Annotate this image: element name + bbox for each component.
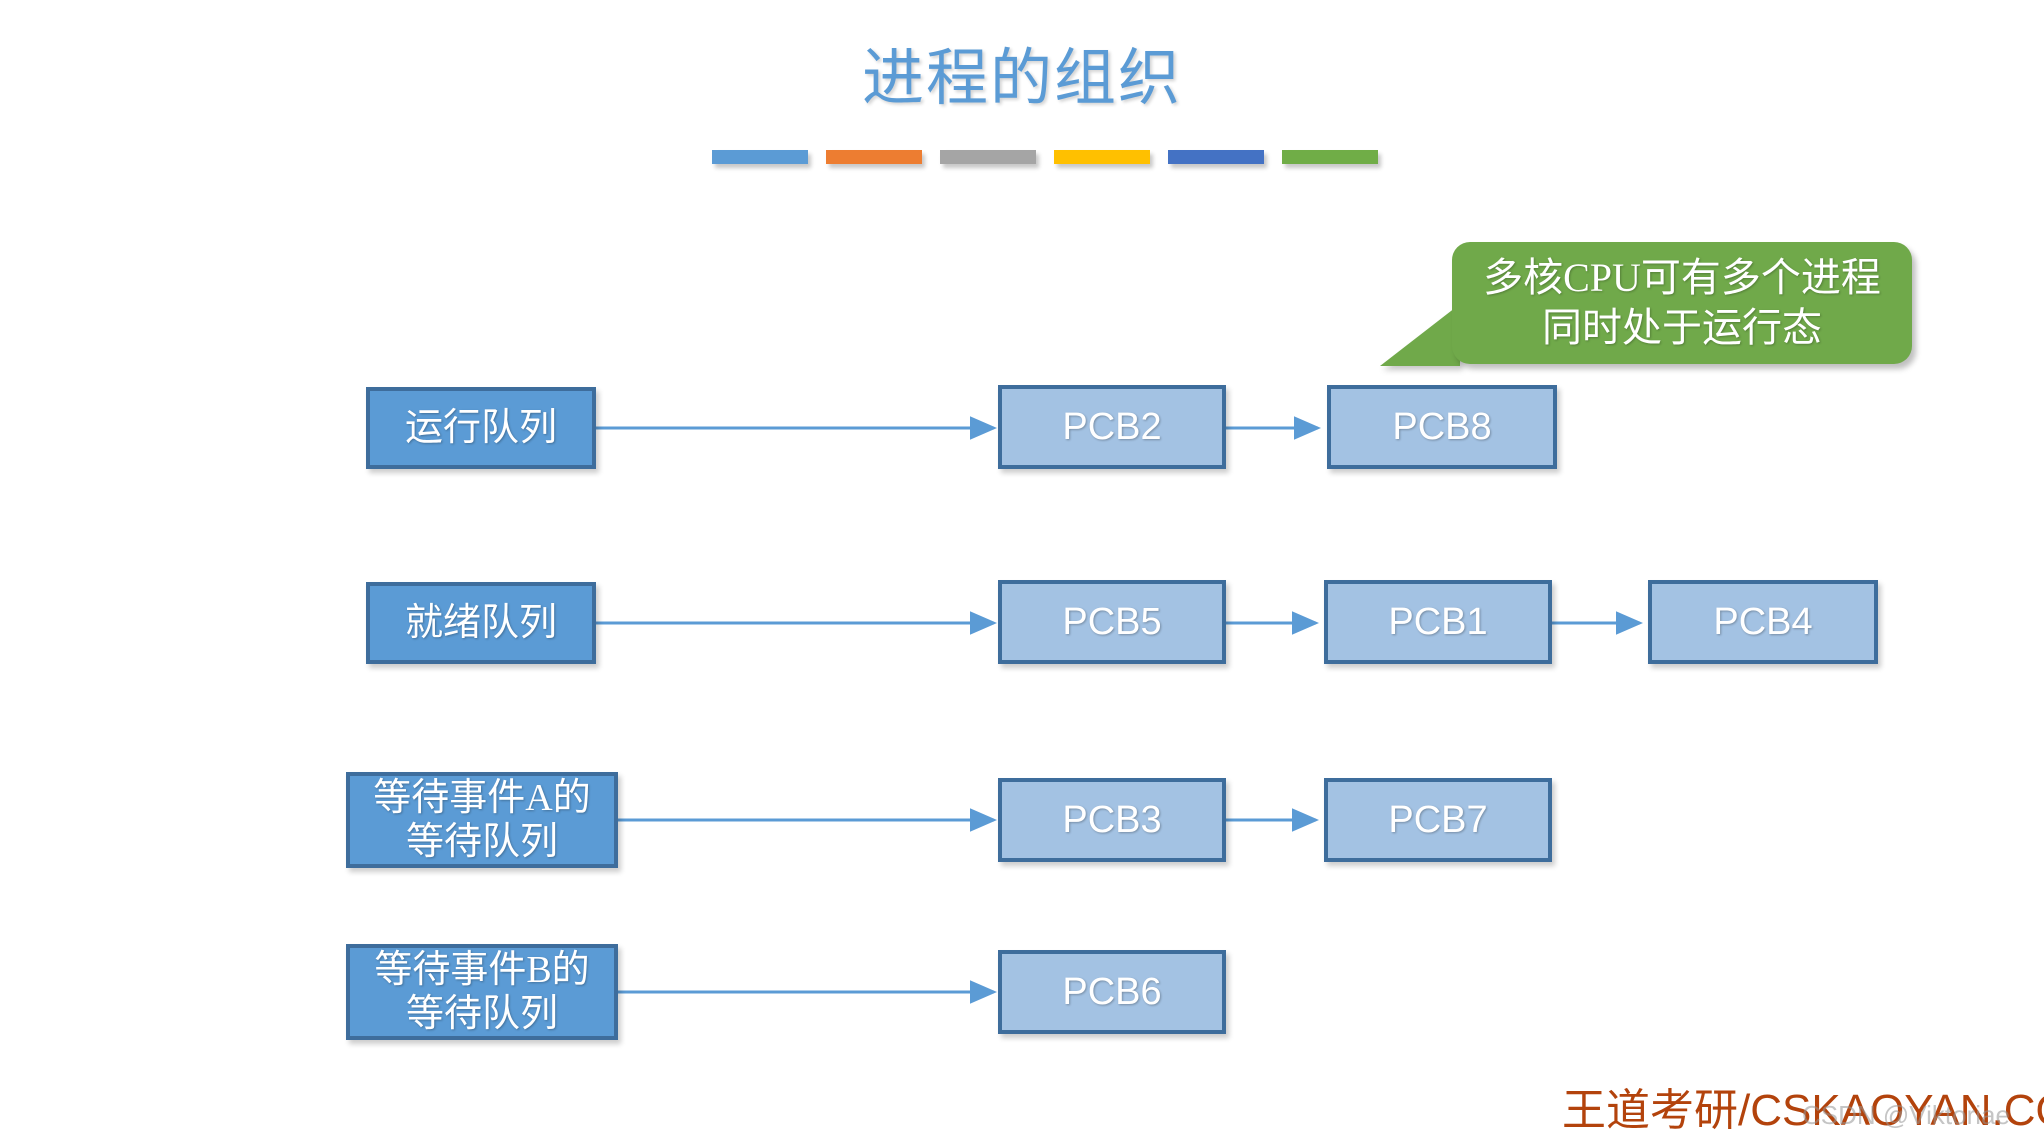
- callout-line-1: 多核CPU可有多个进程: [1483, 255, 1881, 300]
- pcb-box-pcb4[interactable]: PCB4: [1648, 580, 1878, 664]
- pcb-label-pcb1: PCB1: [1388, 601, 1488, 643]
- decor-bar-yellow: [1054, 150, 1150, 164]
- pcb-box-pcb5[interactable]: PCB5: [998, 580, 1226, 664]
- queue-box-waiting-event-a[interactable]: 等待事件A的 等待队列: [346, 772, 618, 868]
- queue-box-ready[interactable]: 就绪队列: [366, 582, 596, 664]
- queue-label-running: 运行队列: [404, 407, 557, 449]
- callout-bubble: 多核CPU可有多个进程 同时处于运行态: [1380, 242, 1912, 366]
- pcb-box-pcb1[interactable]: PCB1: [1324, 580, 1552, 664]
- pcb-label-pcb3: PCB3: [1062, 799, 1162, 841]
- callout-tail: [1380, 304, 1460, 366]
- queue-box-running[interactable]: 运行队列: [366, 387, 596, 469]
- watermark-text: CSDN @Viktoriae: [1802, 1100, 2010, 1130]
- decorative-bar-strip: [712, 150, 1378, 164]
- pcb-label-pcb7: PCB7: [1388, 799, 1488, 841]
- footer-brand: 王道考研/CSKAOYAN.COM: [1562, 1086, 2044, 1135]
- pcb-label-pcb2: PCB2: [1062, 406, 1162, 448]
- decor-bar-gray: [940, 150, 1036, 164]
- queue-label-ready: 就绪队列: [404, 602, 557, 644]
- pcb-box-pcb6[interactable]: PCB6: [998, 950, 1226, 1034]
- pcb-label-pcb8: PCB8: [1392, 406, 1492, 448]
- callout-line-2: 同时处于运行态: [1542, 305, 1822, 350]
- queue-label-waiting-a-line-1: 等待事件A的: [373, 777, 591, 819]
- decor-bar-orange: [826, 150, 922, 164]
- pcb-box-pcb2[interactable]: PCB2: [998, 385, 1226, 469]
- decor-bar-darkblue: [1168, 150, 1264, 164]
- queue-label-waiting-b-line-2: 等待队列: [405, 993, 558, 1035]
- page-title: 进程的组织: [861, 45, 1182, 113]
- queue-label-waiting-b-line-1: 等待事件B的: [374, 949, 590, 991]
- queue-box-waiting-event-b[interactable]: 等待事件B的 等待队列: [346, 944, 618, 1040]
- queue-label-waiting-a-line-2: 等待队列: [405, 821, 558, 863]
- callout-body: [1452, 242, 1912, 364]
- pcb-label-pcb5: PCB5: [1062, 601, 1162, 643]
- pcb-label-pcb6: PCB6: [1062, 971, 1162, 1013]
- decor-bar-green: [1282, 150, 1378, 164]
- callout-text: 多核CPU可有多个进程 同时处于运行态: [1452, 242, 1912, 364]
- pcb-box-pcb3[interactable]: PCB3: [998, 778, 1226, 862]
- pcb-box-pcb8[interactable]: PCB8: [1327, 385, 1557, 469]
- pcb-label-pcb4: PCB4: [1713, 601, 1813, 643]
- pcb-box-pcb7[interactable]: PCB7: [1324, 778, 1552, 862]
- decor-bar-blue: [712, 150, 808, 164]
